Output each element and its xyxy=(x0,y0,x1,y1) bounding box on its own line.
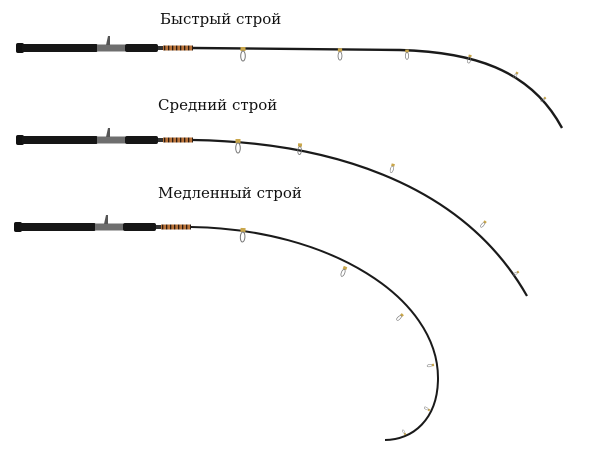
guide-icon xyxy=(404,49,410,60)
label-medium-action: Средний строй xyxy=(158,96,278,114)
guide-icon xyxy=(239,227,247,243)
guide-icon xyxy=(512,71,519,80)
guide-icon xyxy=(423,406,431,412)
label-fast-action: Быстрый строй xyxy=(160,10,282,28)
guide-icon xyxy=(401,429,407,436)
guide-icon xyxy=(240,46,246,62)
guide-icon xyxy=(337,47,343,61)
guide-icon xyxy=(339,265,348,278)
guide-icon xyxy=(426,363,435,368)
label-slow-action: Медленный строй xyxy=(158,184,302,202)
rod-fast-action xyxy=(16,36,564,129)
guide-icon xyxy=(389,162,396,174)
guide-icon xyxy=(395,312,405,322)
rod-medium-action xyxy=(16,128,528,297)
guide-icon xyxy=(296,142,303,156)
guide-icon xyxy=(235,138,241,154)
guide-icon xyxy=(479,219,488,229)
rod-slow-action xyxy=(14,215,440,441)
